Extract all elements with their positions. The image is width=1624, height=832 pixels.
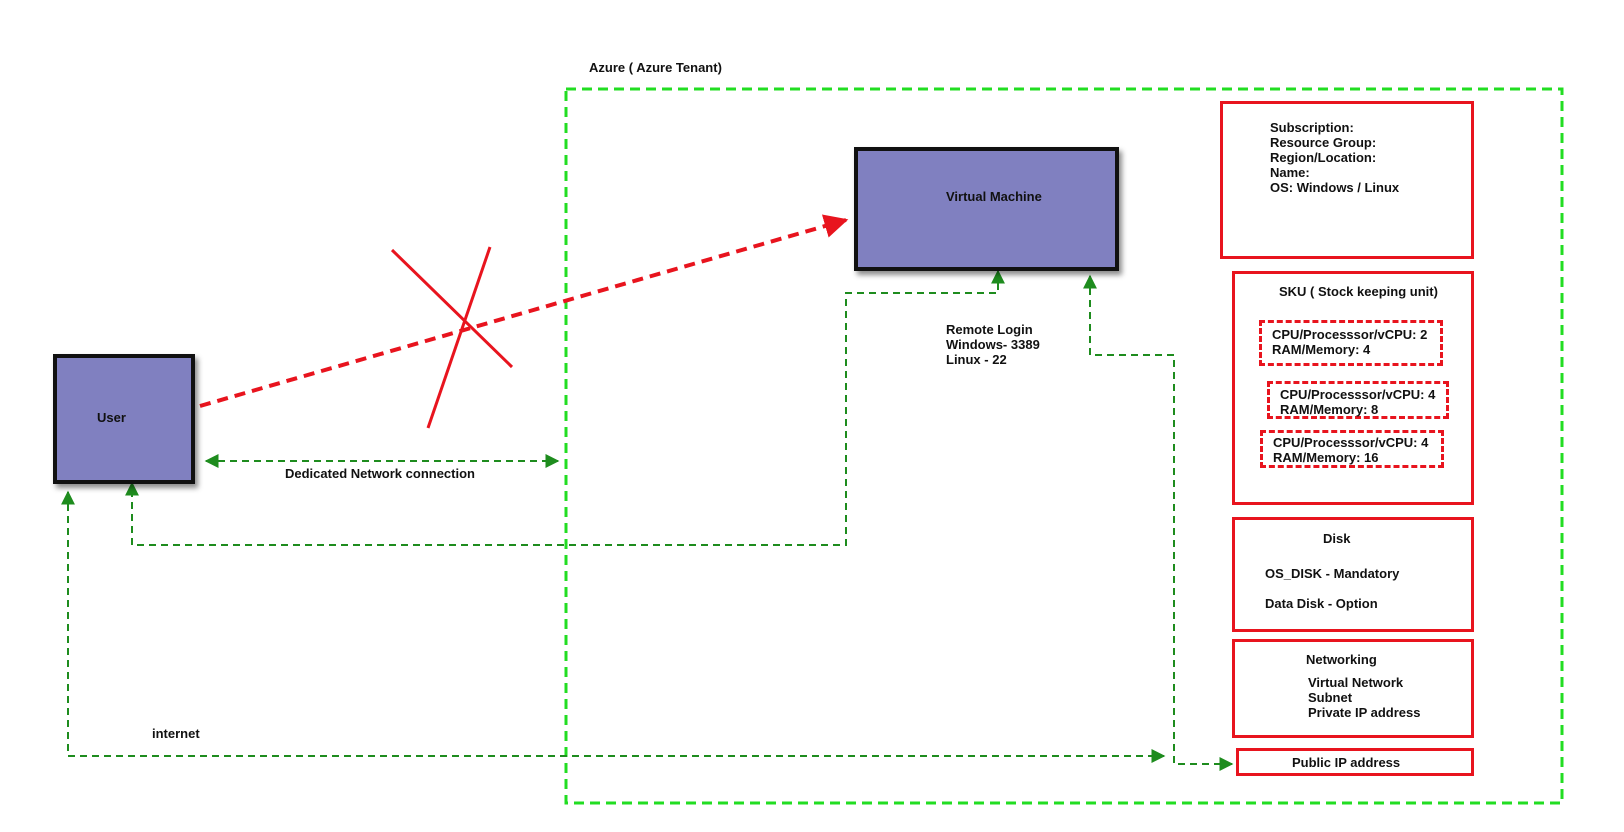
sku-title: SKU ( Stock keeping unit) xyxy=(1279,284,1438,299)
remote-login-path xyxy=(125,269,1005,546)
os-disk-label: OS_DISK - Mandatory xyxy=(1265,566,1400,581)
user-label: User xyxy=(97,410,126,425)
sku-option[interactable]: CPU/Processsor/vCPU: 2 RAM/Memory: 4 xyxy=(1259,320,1443,366)
sku-option[interactable]: CPU/Processsor/vCPU: 4 RAM/Memory: 8 xyxy=(1267,381,1449,419)
subnet-item: Subnet xyxy=(1308,690,1353,705)
sku-box: SKU ( Stock keeping unit) CPU/Processsor… xyxy=(1232,271,1474,505)
disk-title: Disk xyxy=(1323,531,1351,546)
resource-group-field: Resource Group: xyxy=(1270,135,1377,150)
dedicated-connection-label: Dedicated Network connection xyxy=(285,466,475,481)
internet-label: internet xyxy=(152,726,200,741)
internet-path xyxy=(61,490,1166,763)
networking-box: Networking Virtual Network Subnet Privat… xyxy=(1232,639,1474,738)
public-ip-vm-path xyxy=(1083,274,1234,771)
vm-label: Virtual Machine xyxy=(946,189,1042,204)
vm-config-box: Subscription: Resource Group: Region/Loc… xyxy=(1220,101,1474,259)
os-field: OS: Windows / Linux xyxy=(1270,180,1400,195)
data-disk-label: Data Disk - Option xyxy=(1265,596,1378,611)
subscription-field: Subscription: xyxy=(1270,120,1354,135)
disk-box: Disk OS_DISK - Mandatory Data Disk - Opt… xyxy=(1232,517,1474,632)
public-ip-box[interactable]: Public IP address xyxy=(1236,748,1474,776)
name-field: Name: xyxy=(1270,165,1310,180)
user-node[interactable]: User xyxy=(53,354,195,484)
virtual-machine-node[interactable]: Virtual Machine xyxy=(854,147,1119,271)
public-ip-label: Public IP address xyxy=(1292,755,1401,770)
sku-option[interactable]: CPU/Processsor/vCPU: 4 RAM/Memory: 16 xyxy=(1260,430,1444,468)
region-field: Region/Location: xyxy=(1270,150,1377,165)
remote-login-label: Remote Login Windows- 3389 Linux - 22 xyxy=(946,322,1040,367)
tenant-title: Azure ( Azure Tenant) xyxy=(589,60,722,75)
blocked-x-icon xyxy=(390,246,514,429)
virtual-network-item: Virtual Network xyxy=(1308,675,1404,690)
networking-title: Networking xyxy=(1306,652,1377,667)
direct-connection-arrow xyxy=(199,214,849,408)
private-ip-item: Private IP address xyxy=(1308,705,1421,720)
